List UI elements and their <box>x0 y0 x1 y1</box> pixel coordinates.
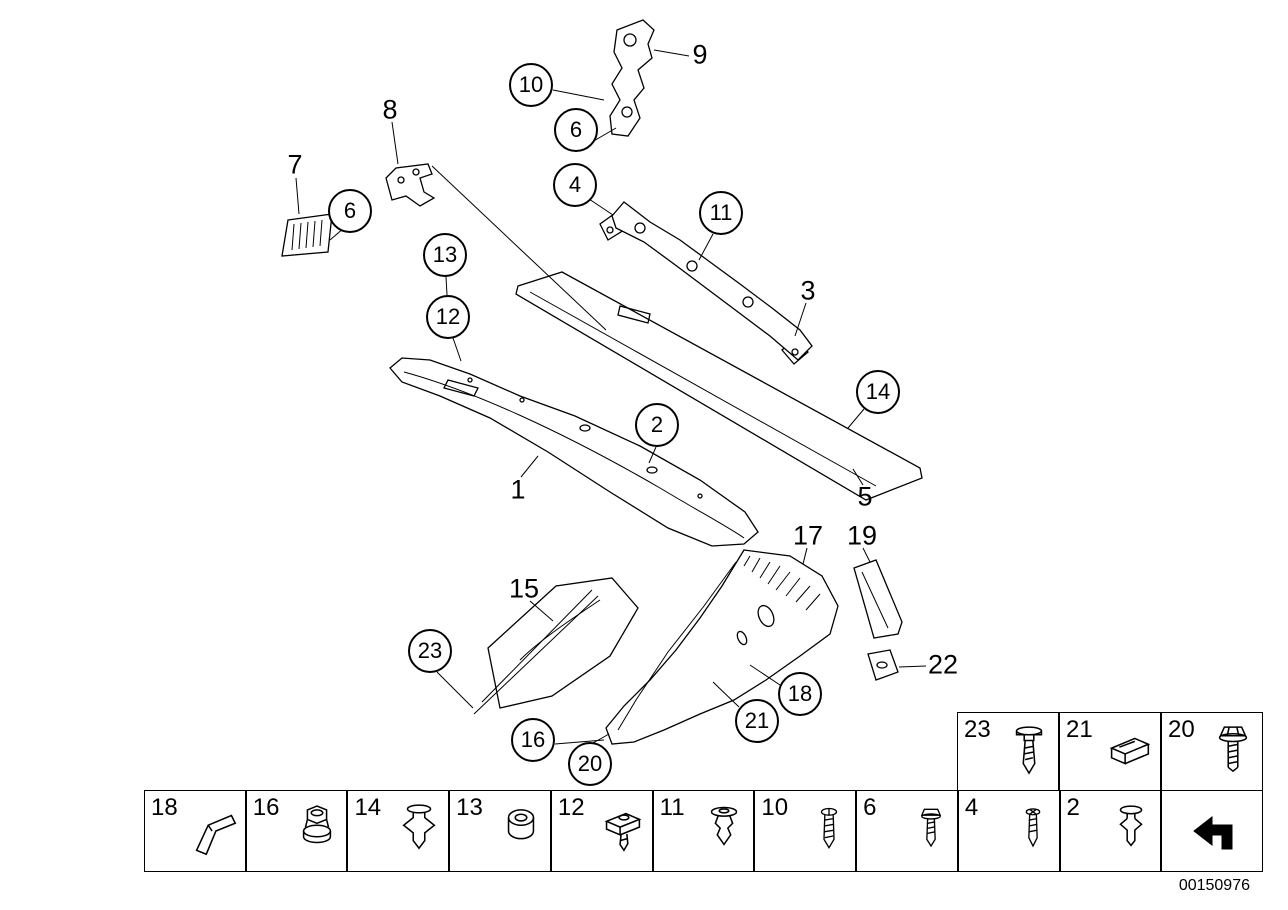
legend-cell-2-label: 2 <box>1066 794 1080 821</box>
callout-21[interactable]: 21 <box>735 699 779 743</box>
callout-20[interactable]: 20 <box>568 742 612 786</box>
legend-cell-13[interactable]: 13 <box>449 790 551 872</box>
label-7[interactable]: 7 <box>287 149 303 180</box>
legend-cell-16-label: 16 <box>252 794 280 821</box>
legend-cell-23-label: 23 <box>964 716 991 743</box>
tapping-screw-icon <box>820 807 838 849</box>
expanding-rivet-icon <box>1119 805 1143 847</box>
legend-cell-arrow[interactable] <box>1161 790 1263 872</box>
part-15-panel <box>473 577 639 715</box>
legend-cell-20[interactable]: 20 <box>1161 712 1263 791</box>
callout-12[interactable]: 12 <box>426 295 470 339</box>
part-16-21-assembly <box>605 549 839 745</box>
legend-cell-21[interactable]: 21 <box>1059 712 1161 791</box>
grommet-nut-icon <box>507 809 535 840</box>
clip-nut-icon <box>1109 737 1151 765</box>
legend-cell-11[interactable]: 11 <box>652 790 755 872</box>
label-17[interactable]: 17 <box>792 520 824 551</box>
legend-cell-12-label: 12 <box>557 794 585 821</box>
expanding-clip-icon <box>402 804 436 850</box>
expanding-rivet-icon <box>711 806 738 846</box>
figure-part-number: 00150976 <box>1178 877 1250 894</box>
part-9-bracket <box>609 19 655 137</box>
label-19[interactable]: 19 <box>846 520 878 551</box>
label-8[interactable]: 8 <box>382 94 398 125</box>
fastener-legend-bottom: 18 16 14 13 <box>144 790 1263 872</box>
callout-14[interactable]: 14 <box>856 370 900 414</box>
leader-lines <box>295 49 927 745</box>
tapping-screw-icon <box>1025 808 1040 848</box>
legend-cell-13-label: 13 <box>456 794 483 821</box>
legend-cell-2[interactable]: 2 <box>1059 790 1162 872</box>
legend-cell-21-label: 21 <box>1066 716 1093 743</box>
legend-cell-14-label: 14 <box>354 794 382 821</box>
label-3[interactable]: 3 <box>800 275 816 306</box>
hex-bolt-icon <box>1218 725 1248 772</box>
part-3-rail <box>599 201 813 365</box>
legend-cell-20-label: 20 <box>1168 716 1195 743</box>
legend-cell-23[interactable]: 23 <box>957 712 1059 791</box>
legend-cell-6-label: 6 <box>863 794 877 821</box>
callout-16[interactable]: 16 <box>511 718 555 762</box>
legend-cell-16[interactable]: 16 <box>245 790 348 872</box>
callout-2[interactable]: 2 <box>635 403 679 447</box>
legend-cell-6[interactable]: 6 <box>856 790 958 872</box>
legend-cell-18-label: 18 <box>151 794 178 821</box>
callout-11[interactable]: 11 <box>699 191 743 235</box>
callout-6-b[interactable]: 6 <box>328 189 372 233</box>
push-rivet-icon <box>1015 725 1043 775</box>
part-19-strip <box>853 559 903 639</box>
part-8-bracket <box>385 163 436 207</box>
callout-23[interactable]: 23 <box>408 629 452 673</box>
callout-10[interactable]: 10 <box>509 63 553 107</box>
part-22-cap <box>867 649 899 681</box>
continue-arrow-icon <box>1193 815 1233 850</box>
legend-cell-12[interactable]: 12 <box>550 790 653 872</box>
bracket-icon <box>195 814 237 856</box>
legend-cell-11-label: 11 <box>659 794 685 821</box>
part-5-pillar-trim <box>515 271 923 501</box>
fastener-legend-top: 23 21 20 <box>957 712 1263 791</box>
label-9[interactable]: 9 <box>692 39 708 70</box>
callout-6-a[interactable]: 6 <box>554 108 598 152</box>
legend-cell-10-label: 10 <box>761 794 789 821</box>
label-15[interactable]: 15 <box>508 573 540 604</box>
part-1-trim-panel <box>389 357 759 547</box>
callout-4[interactable]: 4 <box>553 163 597 207</box>
torx-screw-icon <box>920 808 941 848</box>
part-7-grille <box>281 213 333 257</box>
legend-cell-4[interactable]: 4 <box>957 790 1060 872</box>
flange-nut-icon <box>303 805 332 844</box>
callout-13[interactable]: 13 <box>423 233 467 277</box>
label-22[interactable]: 22 <box>927 649 959 680</box>
screw-plate-icon <box>604 812 642 852</box>
label-5[interactable]: 5 <box>857 481 873 512</box>
legend-cell-10[interactable]: 10 <box>754 790 857 872</box>
legend-cell-4-label: 4 <box>964 794 979 821</box>
callout-18[interactable]: 18 <box>778 672 822 716</box>
legend-cell-18[interactable]: 18 <box>144 790 246 872</box>
legend-cell-14[interactable]: 14 <box>347 790 450 872</box>
label-1[interactable]: 1 <box>510 474 526 505</box>
